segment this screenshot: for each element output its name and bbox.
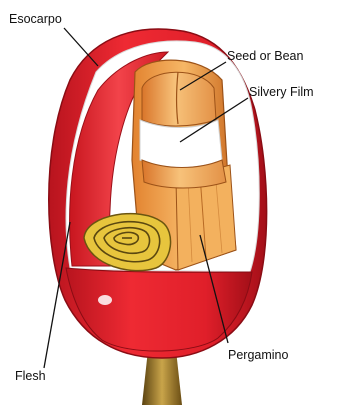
seed-bean	[142, 72, 216, 126]
silvery-film	[140, 120, 226, 188]
label-esocarpo: Esocarpo	[9, 12, 62, 26]
label-pergamino: Pergamino	[228, 348, 288, 362]
label-flesh: Flesh	[15, 369, 46, 383]
leader-esocarpo	[64, 28, 98, 66]
label-film: Silvery Film	[249, 85, 314, 99]
label-seed: Seed or Bean	[227, 49, 303, 63]
